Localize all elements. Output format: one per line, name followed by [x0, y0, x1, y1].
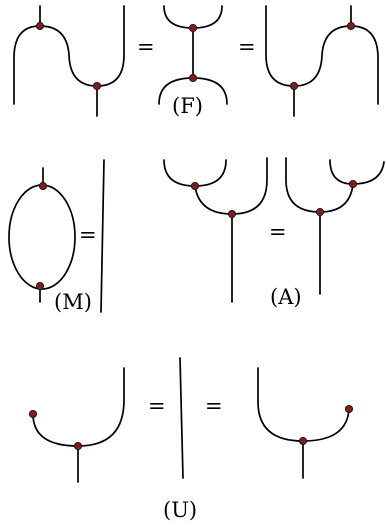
node — [346, 21, 356, 31]
wire — [179, 357, 184, 479]
equals-sign: = — [238, 35, 256, 59]
node — [227, 209, 237, 219]
equals-sign: = — [137, 35, 155, 59]
equals-sign: = — [269, 220, 287, 244]
wire — [13, 5, 125, 105]
label-M: (M) — [54, 290, 92, 314]
equals-sign: = — [205, 394, 223, 418]
label-A: (A) — [270, 285, 302, 309]
wire — [100, 159, 105, 313]
node — [92, 81, 102, 91]
node — [190, 181, 200, 191]
equals-sign: = — [79, 223, 97, 247]
frobenius-lhs — [13, 5, 125, 117]
node — [188, 23, 198, 33]
wire — [32, 367, 125, 447]
node — [315, 207, 325, 217]
unit-relation: = = (U) — [28, 357, 354, 522]
wire — [285, 157, 354, 213]
frobenius-relation: = (F) = — [13, 5, 379, 118]
node — [344, 404, 354, 414]
node — [38, 181, 48, 191]
frobenius-rhs — [265, 5, 379, 117]
associativity-rhs — [285, 157, 385, 295]
unit-lhs — [28, 367, 125, 483]
node — [298, 436, 308, 446]
node — [28, 409, 38, 419]
node — [348, 179, 358, 189]
node — [289, 81, 299, 91]
associativity-lhs — [163, 157, 268, 303]
wire-loop — [8, 184, 76, 290]
node — [73, 441, 83, 451]
special-relation: = (M) — [8, 159, 105, 314]
label-U: (U) — [163, 498, 197, 522]
wire — [194, 157, 268, 215]
equals-sign: = — [148, 394, 166, 418]
node — [35, 281, 45, 291]
label-F: (F) — [172, 94, 203, 118]
associativity-relation: = (A) — [163, 157, 385, 309]
wire — [265, 5, 379, 105]
frobenius-middle — [158, 5, 228, 105]
unit-rhs — [257, 367, 354, 479]
node — [35, 21, 45, 31]
wire — [329, 159, 385, 185]
wire — [257, 367, 350, 442]
node — [188, 73, 198, 83]
